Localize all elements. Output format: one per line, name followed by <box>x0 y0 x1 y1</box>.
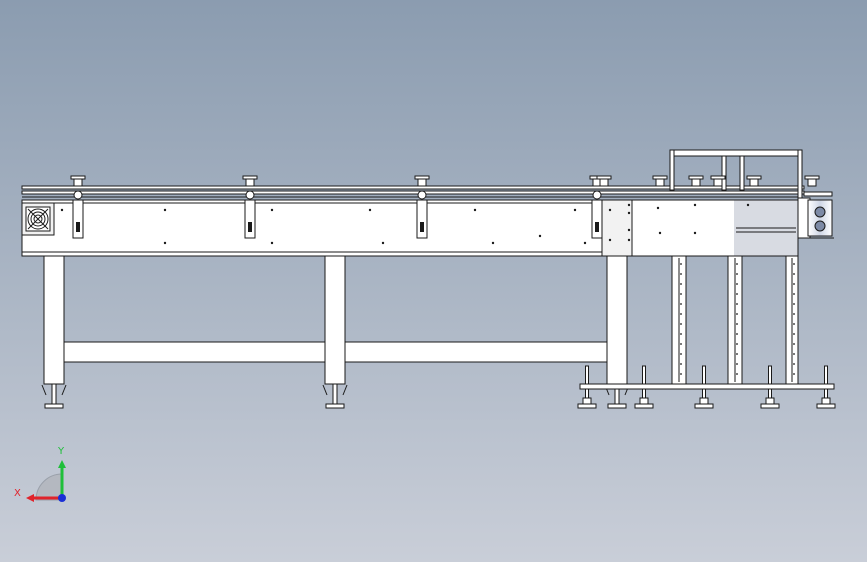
orientation-triad[interactable]: X Y <box>14 446 66 502</box>
guide-knob[interactable] <box>804 175 820 187</box>
motor-unit[interactable] <box>797 191 834 239</box>
triad-y-arrowhead <box>58 460 66 468</box>
leveling-foot[interactable] <box>322 383 348 409</box>
guide-knob[interactable] <box>710 175 726 187</box>
guide-knob[interactable] <box>596 175 612 187</box>
guide-clamp[interactable] <box>242 175 258 239</box>
guide-knob[interactable] <box>688 175 704 187</box>
triad-x-label: X <box>14 488 21 499</box>
perforated-upright[interactable] <box>671 255 687 385</box>
guide-clamp[interactable] <box>70 175 86 239</box>
triad-x-arrowhead <box>26 494 34 502</box>
drive-end-box[interactable] <box>21 202 55 236</box>
base-rail[interactable] <box>579 383 835 390</box>
upper-frame[interactable] <box>669 149 803 199</box>
guide-knob[interactable] <box>652 175 668 187</box>
perforated-upright[interactable] <box>727 255 743 385</box>
conveyor-body-secondary[interactable] <box>601 199 799 257</box>
leveling-foot[interactable] <box>41 383 67 409</box>
cross-bars[interactable] <box>63 341 608 363</box>
guide-clamps[interactable] <box>70 175 820 239</box>
guide-knob[interactable] <box>746 175 762 187</box>
guide-clamp[interactable] <box>414 175 430 239</box>
conveyor-model[interactable] <box>21 149 836 409</box>
triad-y-label: Y <box>57 446 65 457</box>
perforated-upright[interactable] <box>785 255 799 385</box>
support-legs[interactable] <box>43 255 628 385</box>
conveyor-body-main[interactable] <box>21 199 603 257</box>
triad-z-axis <box>58 494 66 502</box>
body-fasteners <box>60 203 750 245</box>
